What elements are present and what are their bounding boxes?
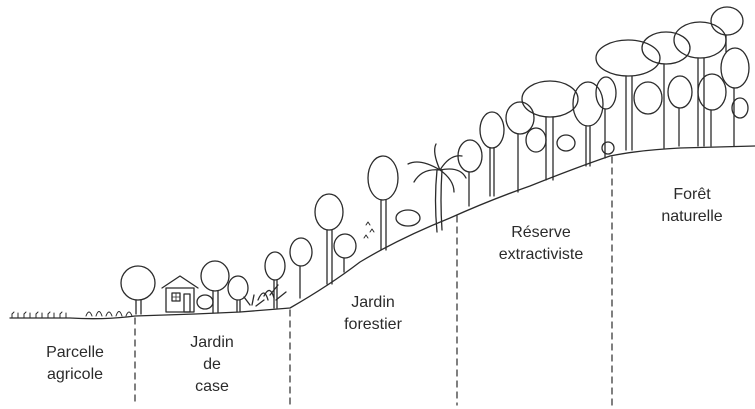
tree-group-jardin-forestier bbox=[265, 140, 482, 308]
tree-group-reserve bbox=[480, 77, 616, 196]
crop-row bbox=[12, 312, 132, 319]
tree-group-jardin-case bbox=[121, 261, 286, 314]
tree-group-foret-naturelle bbox=[596, 7, 749, 150]
house-icon bbox=[162, 276, 198, 312]
